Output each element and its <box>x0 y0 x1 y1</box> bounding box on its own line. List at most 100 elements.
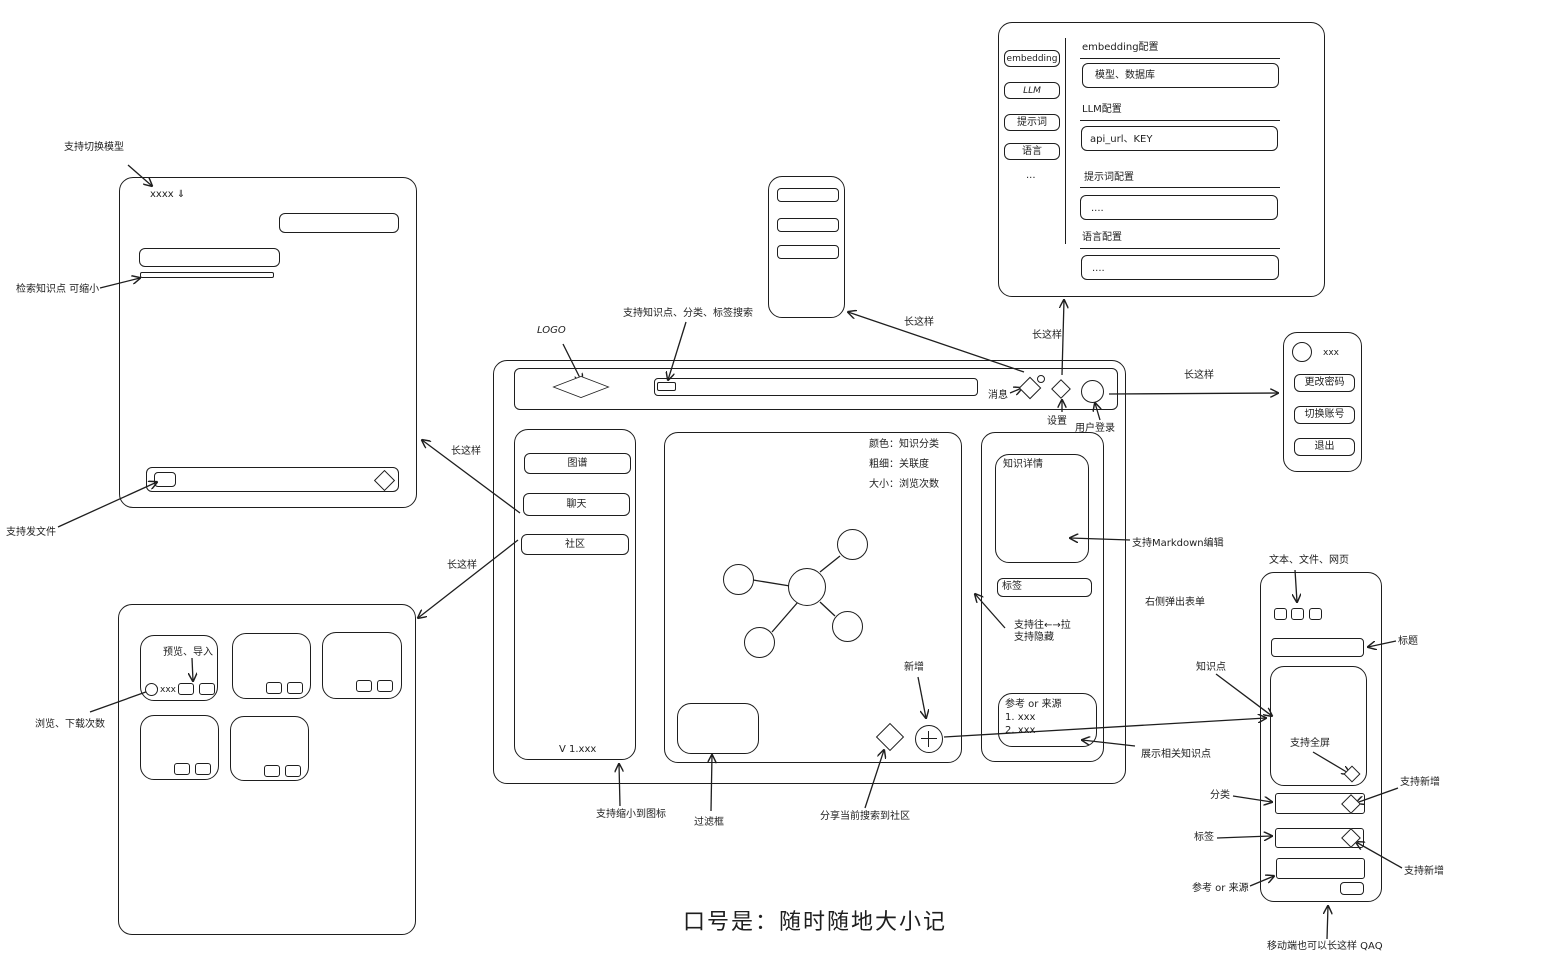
file-type-button[interactable] <box>1291 608 1304 620</box>
view-count: xxx <box>160 685 176 695</box>
preview-button[interactable] <box>356 680 372 692</box>
nav-item-community[interactable]: 社区 <box>521 534 629 555</box>
prompt-config-input[interactable]: .... <box>1080 195 1278 220</box>
nav-item-graph[interactable]: 图谱 <box>524 453 631 474</box>
annotation-settings: 设置 <box>1047 416 1067 427</box>
tag-input-label: 标签 <box>1002 581 1022 592</box>
community-card[interactable] <box>140 715 219 780</box>
message-item[interactable] <box>777 188 839 202</box>
reference-input[interactable] <box>1276 858 1365 879</box>
legend-size: 大小：浏览次数 <box>869 479 939 490</box>
section-underline <box>1080 187 1280 188</box>
preview-button[interactable] <box>174 763 190 775</box>
app-version: V 1.xxx <box>559 744 597 755</box>
llm-config-input[interactable]: api_url、KEY <box>1081 126 1278 151</box>
main-window <box>493 360 1126 784</box>
annotation-right-popup: 右侧弹出表单 <box>1145 597 1205 608</box>
logout-button[interactable]: 退出 <box>1294 438 1355 456</box>
embedding-config-input[interactable]: 模型、数据库 <box>1082 63 1279 88</box>
preview-button[interactable] <box>264 765 280 777</box>
switch-account-button[interactable]: 切换账号 <box>1294 406 1355 424</box>
chat-top-right-box[interactable] <box>279 213 399 233</box>
annotation-looks-like-message: 长这样 <box>904 317 934 328</box>
import-button[interactable] <box>285 765 301 777</box>
avatar <box>145 683 158 696</box>
settings-tab-more[interactable]: ... <box>1026 170 1036 181</box>
annotation-reference-source: 参考 or 来源 <box>1192 883 1249 894</box>
references-title: 参考 or 来源 <box>1005 699 1062 710</box>
message-dropdown <box>768 176 845 318</box>
annotation-tag: 标签 <box>1194 832 1214 843</box>
graph-node[interactable] <box>744 627 775 658</box>
settings-panel <box>998 22 1325 297</box>
community-card[interactable] <box>322 632 402 699</box>
user-name: xxx <box>1323 348 1339 358</box>
preview-button[interactable] <box>178 683 194 695</box>
user-avatar <box>1292 342 1312 362</box>
settings-section-title: LLM配置 <box>1082 104 1122 115</box>
knowledge-search-box[interactable] <box>139 248 280 267</box>
annotation-support-add-category: 支持新增 <box>1400 777 1440 788</box>
community-card[interactable] <box>140 635 218 701</box>
settings-section-title: embedding配置 <box>1082 42 1159 53</box>
message-item[interactable] <box>777 218 839 232</box>
category-select[interactable] <box>1275 793 1365 814</box>
preview-button[interactable] <box>266 682 282 694</box>
reference-item[interactable]: 1. xxx <box>1005 712 1036 723</box>
tag-select[interactable] <box>1275 828 1364 848</box>
annotation-fullscreen: 支持全屏 <box>1290 738 1330 749</box>
legend-color: 颜色：知识分类 <box>869 439 939 450</box>
settings-tab-prompt[interactable]: 提示词 <box>1004 114 1060 131</box>
settings-tab-llm[interactable]: LLM <box>1004 82 1060 99</box>
message-badge <box>1037 375 1045 383</box>
annotation-add-new: 新增 <box>904 662 924 673</box>
top-bar <box>514 368 1118 410</box>
settings-tab-embedding[interactable]: embedding <box>1004 50 1060 67</box>
language-config-input[interactable]: .... <box>1081 255 1279 280</box>
attach-file-button[interactable] <box>154 472 176 487</box>
import-button[interactable] <box>287 682 303 694</box>
message-item[interactable] <box>777 245 839 259</box>
add-icon-vertical <box>928 731 929 747</box>
filter-box[interactable] <box>677 703 759 754</box>
detail-panel <box>981 432 1104 762</box>
reference-item[interactable]: 2. xxx <box>1005 725 1036 736</box>
import-button[interactable] <box>199 683 215 695</box>
import-button[interactable] <box>377 680 393 692</box>
knowledge-search-bar-thin <box>140 272 274 278</box>
arrow <box>1327 906 1328 940</box>
user-avatar-button[interactable] <box>1081 380 1104 403</box>
annotation-search-knowledge: 检索知识点 可缩小 <box>16 284 100 295</box>
graph-node[interactable] <box>723 564 754 595</box>
settings-tab-language[interactable]: 语言 <box>1004 143 1060 160</box>
graph-node[interactable] <box>837 529 868 560</box>
search-filter-toggle[interactable] <box>657 382 676 391</box>
references-box <box>998 693 1097 747</box>
text-type-button[interactable] <box>1274 608 1287 620</box>
tag-input[interactable] <box>997 578 1092 597</box>
model-selector[interactable]: xxxx ⇓ <box>150 189 186 200</box>
global-search-input[interactable] <box>654 378 978 396</box>
nav-item-chat[interactable]: 聊天 <box>523 493 630 516</box>
section-underline <box>1080 58 1280 59</box>
annotation-search-support: 支持知识点、分类、标签搜索 <box>623 308 753 319</box>
add-icon-horizontal <box>921 738 937 739</box>
add-button[interactable] <box>915 725 943 753</box>
chat-input-box[interactable] <box>146 467 399 492</box>
knowledge-detail-editor[interactable] <box>995 454 1089 563</box>
title-input[interactable] <box>1271 638 1364 657</box>
import-button[interactable] <box>195 763 211 775</box>
change-password-button[interactable]: 更改密码 <box>1294 374 1355 392</box>
knowledge-content-editor[interactable] <box>1270 666 1367 786</box>
webpage-type-button[interactable] <box>1309 608 1322 620</box>
annotation-drag-hide: 支持往←→拉 支持隐藏 <box>1014 620 1071 643</box>
community-card[interactable] <box>230 716 309 781</box>
submit-button[interactable] <box>1340 882 1364 895</box>
graph-node[interactable] <box>832 611 863 642</box>
annotation-logo: LOGO <box>537 325 566 336</box>
annotation-user-login: 用户登录 <box>1075 423 1115 434</box>
graph-node-center[interactable] <box>788 568 826 606</box>
user-menu <box>1283 332 1362 472</box>
community-card[interactable] <box>232 633 311 699</box>
annotation-collapse-icon: 支持缩小到图标 <box>596 809 666 820</box>
